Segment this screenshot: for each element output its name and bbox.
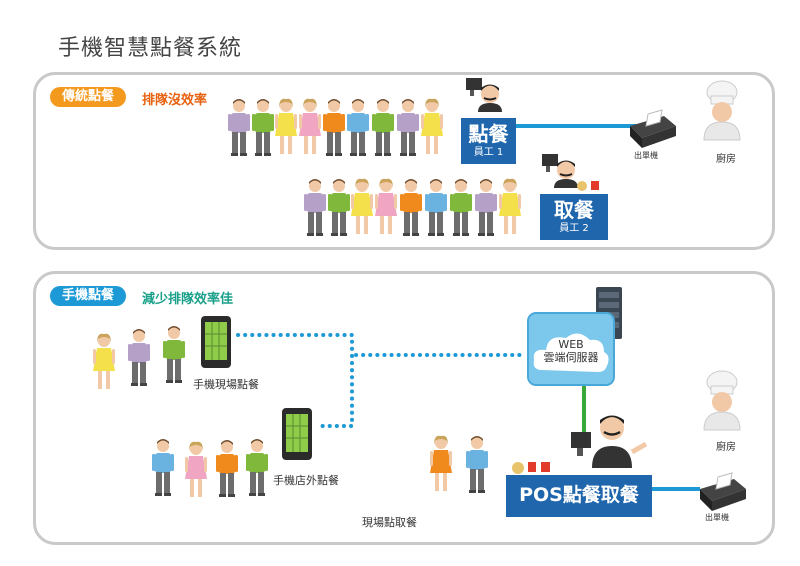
server-label-web: WEB (558, 338, 584, 351)
page-title: 手機智慧點餐系統 (58, 36, 243, 61)
server-label-cloud: 雲端伺服器 (543, 351, 599, 364)
pickup-clerk (541, 153, 579, 189)
pickup-counter: 取餐 員工 2 (540, 194, 608, 240)
pickup-customers (430, 435, 488, 493)
queue-row-2 (304, 178, 521, 236)
printer-label-2: 出單機 (705, 513, 729, 522)
traditional-subtitle: 排隊沒效率 (142, 93, 208, 108)
cloud-icon (527, 312, 615, 386)
connection-line (236, 333, 354, 428)
pickup-counter-title: 取餐 (554, 198, 594, 222)
order-counter-title: 點餐 (468, 122, 509, 146)
pickup-counter-staff: 員工 2 (559, 223, 589, 234)
traditional-badge: 傳統點餐 (50, 87, 127, 107)
pickup-label: 現場點取餐 (362, 516, 417, 529)
pos-counter-label: POS點餐取餐 (519, 484, 639, 506)
onsite-customers (93, 326, 185, 389)
printer-label: 出單機 (634, 151, 658, 160)
phone-icon (201, 316, 231, 368)
pos-counter: POS點餐取餐 (506, 475, 652, 517)
food-icon (512, 181, 599, 474)
kitchen-label: 廚房 (716, 154, 736, 165)
chef-icon (703, 80, 741, 141)
offsite-order-label: 手機店外點餐 (273, 474, 339, 487)
queue-row-1 (228, 98, 443, 156)
printer-icon (699, 472, 747, 512)
order-counter: 點餐 員工 1 (461, 118, 516, 164)
mobile-badge: 手機點餐 (50, 286, 127, 306)
printer-icon (629, 109, 677, 149)
order-counter-staff: 員工 1 (473, 147, 504, 158)
order-clerk (465, 77, 503, 113)
offsite-customers (152, 439, 268, 497)
pos-clerk (571, 415, 648, 468)
kitchen-label-2: 廚房 (716, 442, 736, 453)
phone-icon (282, 408, 312, 460)
onsite-order-label: 手機現場點餐 (193, 378, 259, 391)
server-label: WEB 雲端伺服器 (528, 338, 614, 364)
mobile-subtitle: 減少排隊效率佳 (142, 292, 234, 307)
chef-icon (703, 370, 741, 431)
